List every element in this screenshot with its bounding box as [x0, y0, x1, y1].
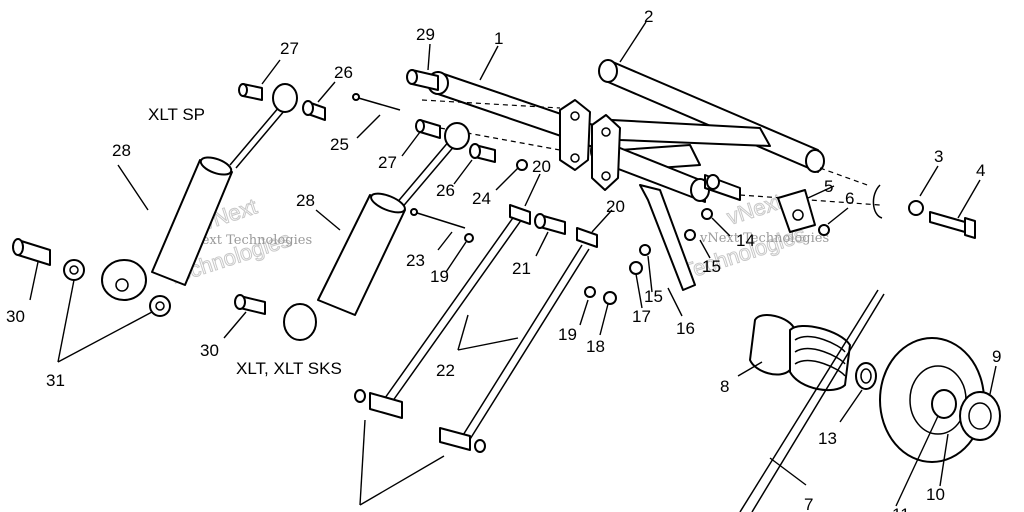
bolt-23: [410, 208, 474, 243]
spring-assembly: [749, 314, 877, 392]
idler-wheel: [879, 337, 1001, 463]
callout-3: 3: [934, 147, 943, 166]
model-label-xlt-sp: XLT SP: [148, 105, 205, 124]
callout-27b: 27: [378, 153, 397, 172]
callout-4: 4: [976, 161, 985, 180]
callout-10: 10: [926, 485, 945, 504]
nut-24: [516, 159, 528, 171]
callout-19: 19: [430, 267, 449, 286]
callout-28: 28: [112, 141, 131, 160]
callout-21: 21: [512, 259, 531, 278]
track-rod: [739, 289, 885, 512]
callout-26b: 26: [436, 181, 455, 200]
callout-28b: 28: [296, 191, 315, 210]
callout-23: 23: [406, 251, 425, 270]
rear-arm-frame: [406, 59, 825, 203]
callout-30: 30: [6, 307, 25, 326]
callout-5: 5: [824, 177, 833, 196]
callout-6: 6: [845, 189, 854, 208]
bracket-16: [629, 184, 713, 291]
adjuster-hardware: [777, 184, 976, 239]
callout-2: 2: [644, 7, 653, 26]
callout-20b: 20: [606, 197, 625, 216]
callout-22: 22: [436, 361, 455, 380]
watermark-text: vNext Technologies: [699, 231, 829, 246]
callout-numbers: 27 26 29 1 2 25 27 26 24 20 20 28 28 23 …: [6, 7, 1001, 512]
callout-26: 26: [334, 63, 353, 82]
callout-14: 14: [736, 231, 755, 250]
callout-15: 15: [644, 287, 663, 306]
model-label-xlt-sks: XLT, XLT SKS: [236, 359, 342, 378]
shock-xlt-sks: [234, 119, 496, 341]
callout-20: 20: [532, 157, 551, 176]
callout-11: 11: [892, 505, 910, 512]
callout-15b: 15: [702, 257, 721, 276]
callout-16: 16: [676, 319, 695, 338]
callout-29: 29: [416, 25, 435, 44]
callout-19b: 19: [558, 325, 577, 344]
callout-25: 25: [330, 135, 349, 154]
watermark-text: vNext Technologies: [182, 233, 312, 248]
leader-lines: [29, 21, 997, 507]
callout-7: 7: [804, 495, 813, 512]
callout-8: 8: [720, 377, 729, 396]
callout-17: 17: [632, 307, 651, 326]
callout-1: 1: [494, 29, 503, 48]
callout-13: 13: [818, 429, 837, 448]
callout-30b: 30: [200, 341, 219, 360]
callout-27: 27: [280, 39, 299, 58]
shock-xlt-sp: [12, 83, 326, 317]
callout-9: 9: [992, 347, 1001, 366]
bolt-25: [352, 93, 401, 111]
limiter-straps: [354, 204, 617, 453]
callout-18: 18: [586, 337, 605, 356]
callout-24: 24: [472, 189, 491, 208]
callout-31: 31: [46, 371, 65, 390]
